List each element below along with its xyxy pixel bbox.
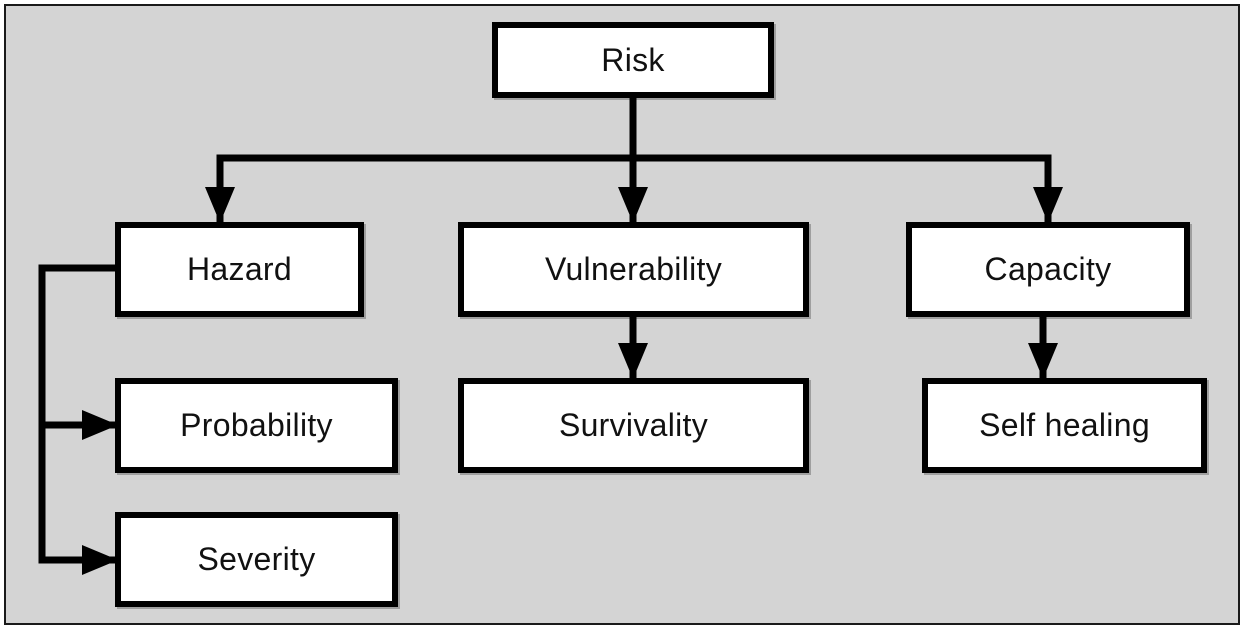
node-risk: Risk <box>492 22 774 98</box>
node-hazard: Hazard <box>115 222 364 317</box>
node-probability: Probability <box>115 378 398 473</box>
node-survivality: Survivality <box>458 378 809 473</box>
node-self-healing: Self healing <box>922 378 1207 473</box>
node-vulnerability: Vulnerability <box>458 222 809 317</box>
node-capacity: Capacity <box>906 222 1190 317</box>
node-severity: Severity <box>115 512 398 607</box>
